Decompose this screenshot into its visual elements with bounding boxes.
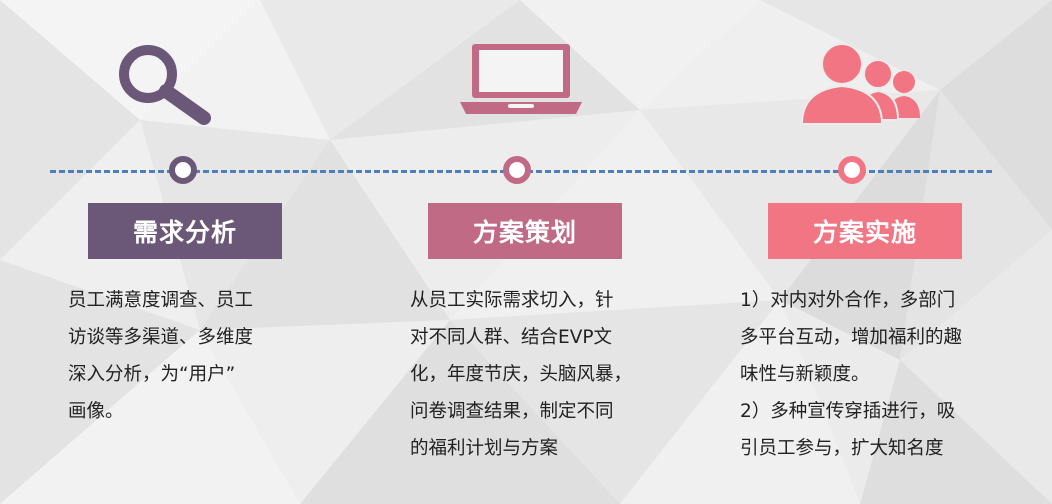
description-planning: 从员工实际需求切入，针 对不同人群、结合EVP文 化，年度节庆，头脑风暴， 问卷… <box>410 282 632 467</box>
title-planning: 方案策划 <box>472 218 577 247</box>
description-line: 味性与新颖度。 <box>740 364 870 385</box>
description-line: 对不同人群、结合EVP文 <box>410 327 613 348</box>
description-line: 2）多种宣传穿插进行，吸 <box>740 401 956 422</box>
timeline-node-2 <box>503 156 531 184</box>
description-line: 的福利计划与方案 <box>410 438 559 459</box>
description-line: 访谈等多渠道、多维度 <box>68 327 254 348</box>
description-line: 化，年度节庆，头脑风暴， <box>410 364 633 385</box>
title-badge-implementation: 方案实施 <box>768 203 962 259</box>
timeline-node-1 <box>169 156 197 184</box>
description-implementation: 1）对内对外合作，多部门 多平台互动，增加福利的趣 味性与新颖度。 2）多种宣传… <box>740 282 962 467</box>
description-line: 引员工参与，扩大知名度 <box>740 438 944 459</box>
magnifier-icon <box>119 45 211 125</box>
title-analysis: 需求分析 <box>132 218 237 247</box>
title-badge-analysis: 需求分析 <box>88 203 282 259</box>
title-implementation: 方案实施 <box>812 218 917 247</box>
description-line: 画像。 <box>68 401 124 422</box>
description-line: 深入分析，为“用户” <box>68 364 236 385</box>
description-line: 问卷调查结果，制定不同 <box>410 401 614 422</box>
title-badge-planning: 方案策划 <box>428 203 622 259</box>
people-group-icon <box>800 43 920 125</box>
laptop-icon <box>460 44 582 114</box>
description-analysis: 员工满意度调查、员工 访谈等多渠道、多维度 深入分析，为“用户” 画像。 <box>68 282 253 430</box>
timeline-node-3 <box>838 156 866 184</box>
description-line: 员工满意度调查、员工 <box>68 290 254 311</box>
description-line: 从员工实际需求切入，针 <box>410 290 614 311</box>
description-line: 1）对内对外合作，多部门 <box>740 290 956 311</box>
description-line: 多平台互动，增加福利的趣 <box>740 327 963 348</box>
